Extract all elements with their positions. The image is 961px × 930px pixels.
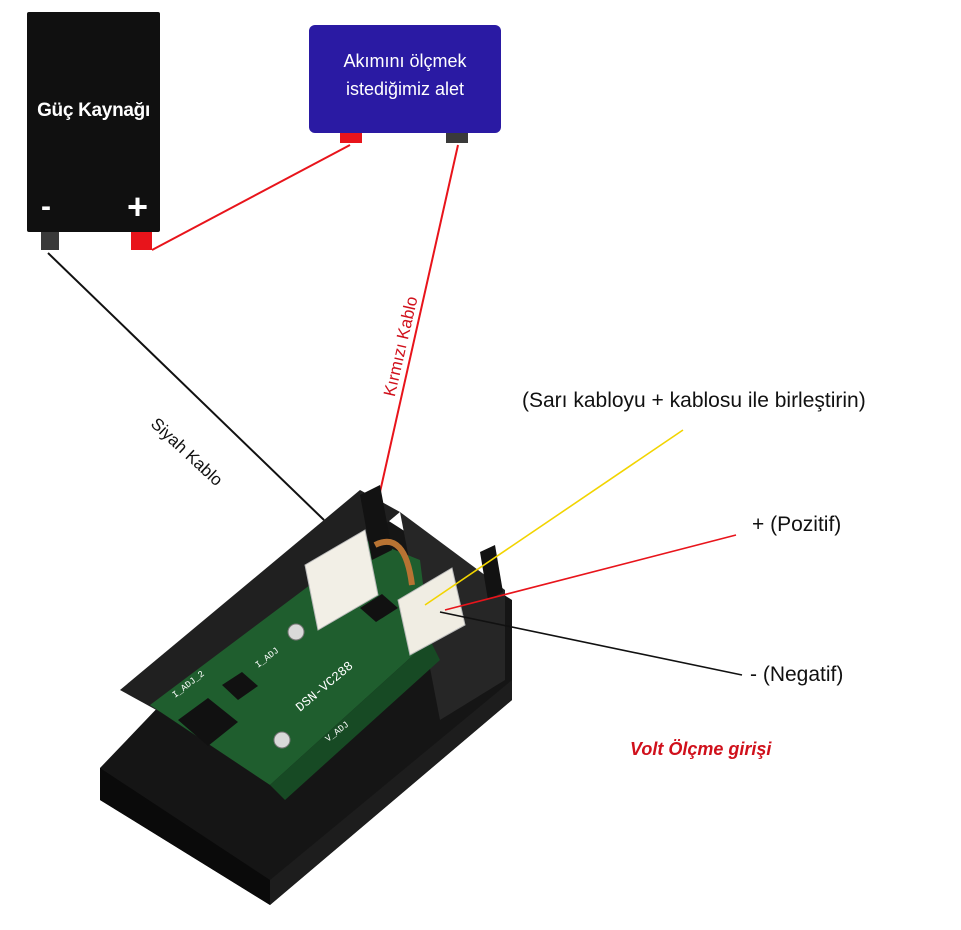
measured-device-label: Akımını ölçmek istediğimiz alet: [309, 47, 501, 103]
current-connector: [304, 529, 379, 631]
negative-leader: [439, 611, 743, 676]
yellow-wire: [424, 429, 684, 606]
device-label-line2: istediğimiz alet: [345, 79, 465, 99]
device-black-terminal: [446, 133, 468, 143]
power-supply: Güç Kaynağı - +: [27, 12, 160, 232]
device-label-line1: Akımını ölçmek: [343, 51, 467, 71]
measured-device: Akımını ölçmek istediğimiz alet: [309, 25, 501, 133]
volt-input-annotation: Volt Ölçme girişi: [630, 739, 772, 759]
positive-leader: [444, 534, 737, 611]
copper-shunt: [373, 538, 415, 586]
device-red-terminal: [340, 133, 362, 143]
red-wire-device-to-meter: [379, 144, 459, 493]
trimmer-v-adj: [273, 731, 291, 749]
power-supply-title: Güç Kaynağı: [37, 100, 150, 121]
red-wire-psu-to-device: [151, 144, 351, 251]
yellow-wire-annotation: (Sarı kabloyu + kablosu ile birleştirin): [522, 389, 866, 412]
negative-annotation: - (Negatif): [750, 663, 844, 686]
power-supply-negative-terminal: [41, 232, 59, 250]
voltmeter-body: DSN-VC288 I_ADJ_2 I_ADJ V_ADJ: [100, 485, 512, 905]
power-supply-minus-sign: -: [41, 190, 51, 223]
positive-annotation: + (Pozitif): [752, 513, 842, 536]
power-supply-plus-sign: +: [127, 186, 149, 227]
power-supply-positive-terminal: [131, 232, 152, 250]
trimmer-i-adj: [287, 623, 305, 641]
ic-chip: [178, 698, 238, 746]
black-wire-psu-to-meter: [47, 252, 325, 521]
